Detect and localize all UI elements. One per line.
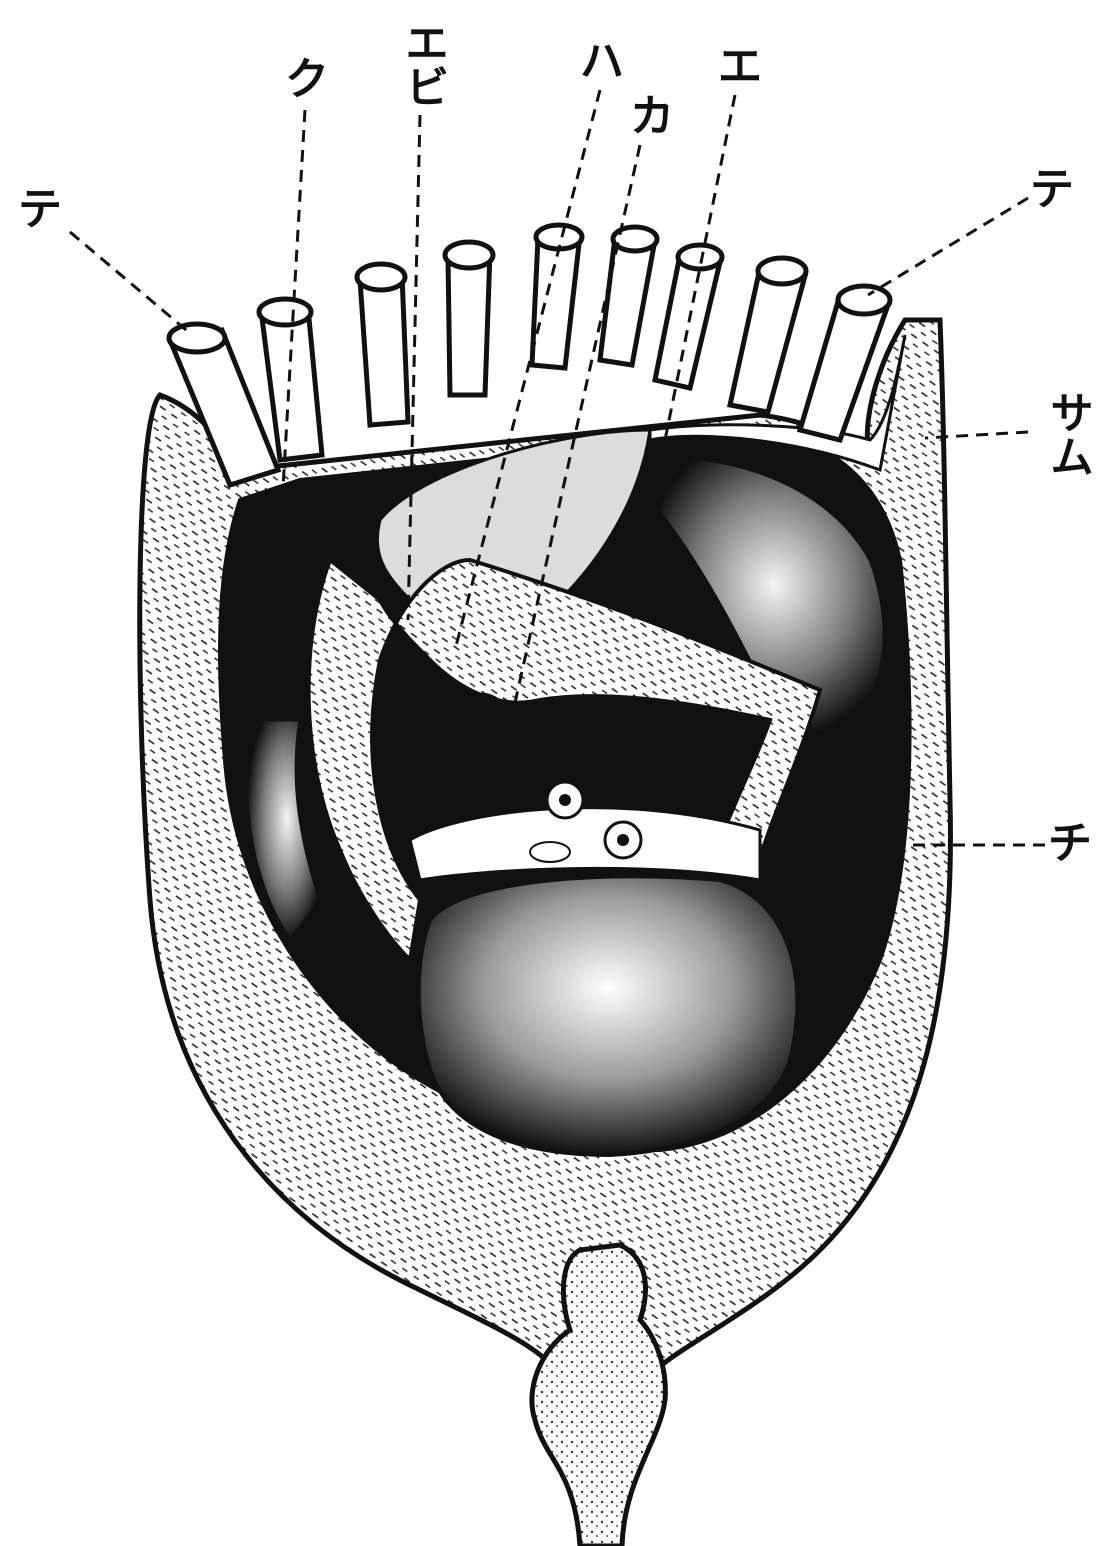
label-chi: チ: [1048, 822, 1092, 866]
label-te-right: テ: [1030, 168, 1074, 212]
label-ha: ハ: [580, 40, 624, 84]
label-te-left: テ: [18, 188, 62, 232]
lower-mass: [419, 876, 798, 1155]
label-ku: ク: [285, 58, 329, 102]
dark-oval: [448, 694, 512, 762]
label-ebi: エビ: [400, 20, 444, 108]
label-e: エ: [718, 45, 762, 89]
label-ka: カ: [630, 95, 674, 139]
label-samu: サム: [1045, 390, 1089, 478]
